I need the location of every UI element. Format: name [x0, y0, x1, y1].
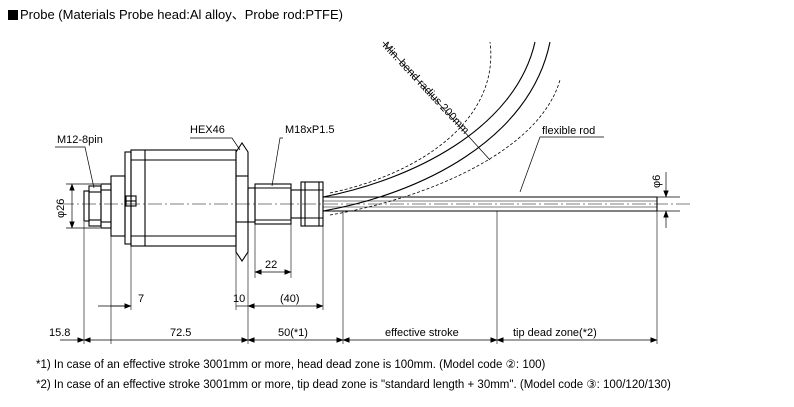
- probe-head: [110, 149, 237, 247]
- footnote-1: *1) In case of an effective stroke 3001m…: [36, 359, 546, 371]
- flexible-rod-label: flexible rod: [542, 125, 595, 137]
- diagram-title-text: Probe (Materials Probe head:Al alloy、Pro…: [20, 7, 343, 22]
- rod-diameter-label: φ6: [651, 175, 663, 188]
- dim-10: 10: [233, 293, 245, 305]
- bend-radius-label: Min. bend radius 200mm: [380, 40, 471, 137]
- leaders: [55, 41, 604, 193]
- m12-connector: [83, 183, 112, 229]
- dim-effective-stroke: effective stroke: [385, 327, 459, 339]
- probe-body: [83, 41, 658, 262]
- head-diameter-label: φ26: [55, 199, 67, 218]
- dim-50: 50(*1): [278, 327, 308, 339]
- thread-label: M18xP1.5: [285, 124, 335, 136]
- diameter-dims: [66, 172, 680, 229]
- bent-rod: [322, 41, 561, 216]
- dim-40: (40): [280, 293, 300, 305]
- hex-label: HEX46: [190, 124, 225, 136]
- dim-tip-dead-zone: tip dead zone(*2): [513, 327, 597, 339]
- extension-lines: [83, 211, 658, 344]
- dimension-lines: [60, 269, 658, 343]
- dim-7: 7: [138, 293, 144, 305]
- dim-72-5: 72.5: [170, 327, 191, 339]
- dim-22: 22: [265, 259, 277, 271]
- connector-label: M12-8pin: [57, 134, 103, 146]
- hex46-nut: [235, 142, 249, 262]
- dim-15-8: 15.8: [49, 327, 70, 339]
- square-bullet-icon: [8, 10, 18, 20]
- footnote-2: *2) In case of an effective stroke 3001m…: [36, 379, 671, 391]
- diagram-title: Probe (Materials Probe head:Al alloy、Pro…: [8, 4, 343, 23]
